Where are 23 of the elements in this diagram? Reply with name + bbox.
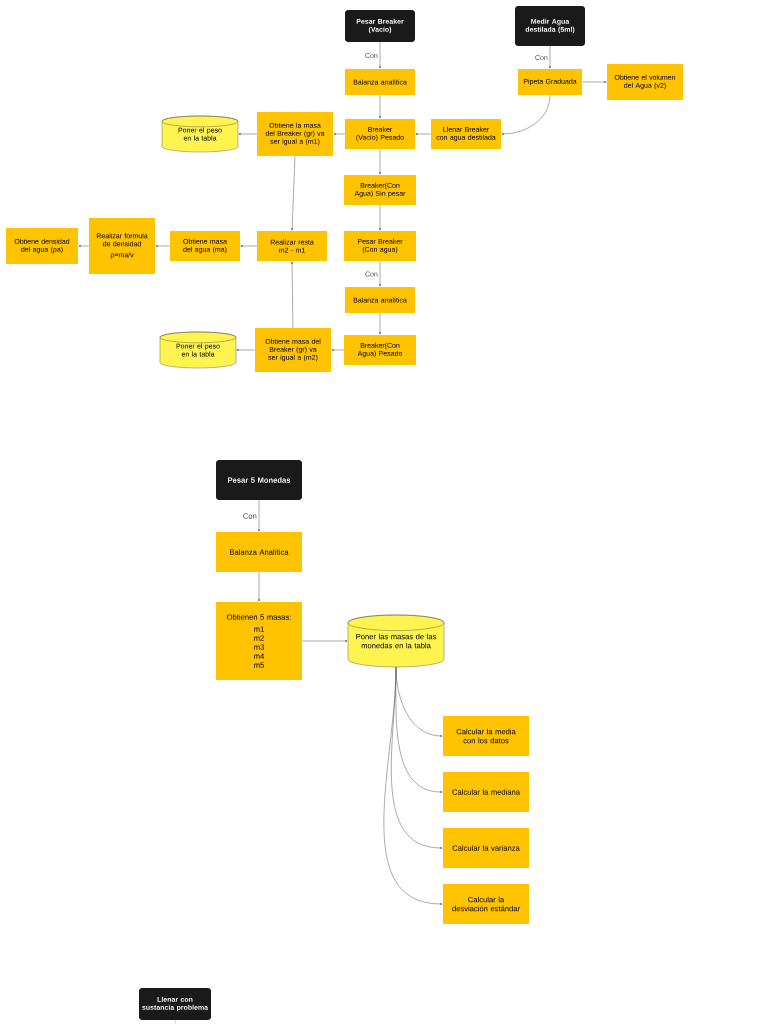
arrow (379, 41, 381, 69)
arrow (501, 94, 551, 135)
arrow (379, 260, 381, 287)
arrow (238, 133, 258, 135)
arrow (415, 133, 432, 135)
arrow (549, 45, 551, 69)
arrow (582, 81, 607, 83)
arrow (236, 349, 256, 351)
arrow (258, 499, 260, 532)
arrow (78, 245, 90, 247)
arrow (291, 155, 296, 231)
arrow (155, 245, 171, 247)
arrow (379, 94, 381, 119)
arrow (240, 245, 258, 247)
arrow (379, 148, 381, 175)
arrow (383, 666, 443, 905)
arrow (379, 312, 381, 335)
arrow (258, 571, 260, 602)
arrow (379, 204, 381, 231)
arrow (291, 261, 294, 328)
arrow (333, 133, 346, 135)
arrow (301, 640, 348, 642)
arrow (331, 349, 345, 351)
